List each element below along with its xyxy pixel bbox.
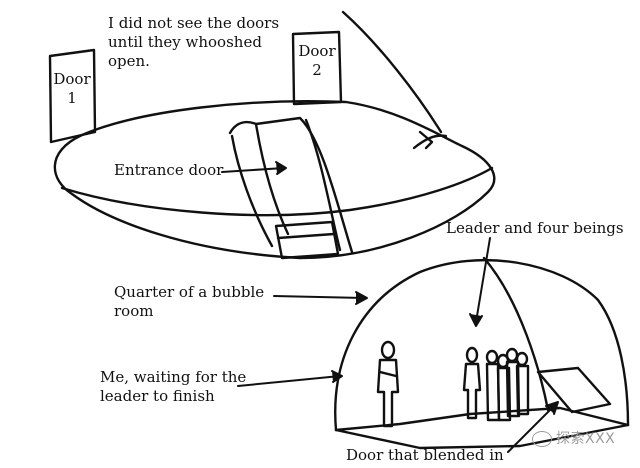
being-figure — [515, 351, 530, 416]
watermark-icon — [532, 431, 552, 447]
leader-beings-label: Leader and four beings — [446, 219, 624, 237]
bubble-dome-inner — [482, 256, 550, 412]
door-1-label: Door 1 — [53, 70, 91, 107]
arrow-me — [237, 370, 343, 387]
bubble-floor — [334, 406, 630, 432]
arrow-bubble — [273, 291, 368, 305]
entrance-door-label: Entrance door — [114, 161, 224, 179]
blended-door-shape — [536, 366, 612, 414]
bubble-dome — [334, 258, 630, 432]
door-1-panel — [48, 48, 97, 144]
arrow-entrance — [221, 161, 287, 175]
ship-hull-lower — [60, 166, 494, 217]
leader-figure — [462, 346, 482, 420]
blended-door-label: Door that blended in — [346, 446, 504, 464]
watermark-text: 探索XXX — [556, 431, 616, 447]
door-2-label: Door 2 — [298, 42, 336, 79]
arrow-blended-door — [507, 401, 559, 453]
ship-hull — [53, 100, 496, 260]
bubble-room-label: Quarter of a bubble room — [114, 283, 265, 320]
entrance-door-frame — [228, 116, 354, 254]
me-figure — [376, 340, 400, 428]
doors-note-label: I did not see the doors until they whoos… — [108, 14, 280, 70]
ship-fin — [341, 10, 443, 134]
me-waiting-label: Me, waiting for the leader to finish — [100, 368, 247, 405]
arrow-leader — [469, 237, 491, 327]
entrance-steps — [274, 220, 340, 260]
